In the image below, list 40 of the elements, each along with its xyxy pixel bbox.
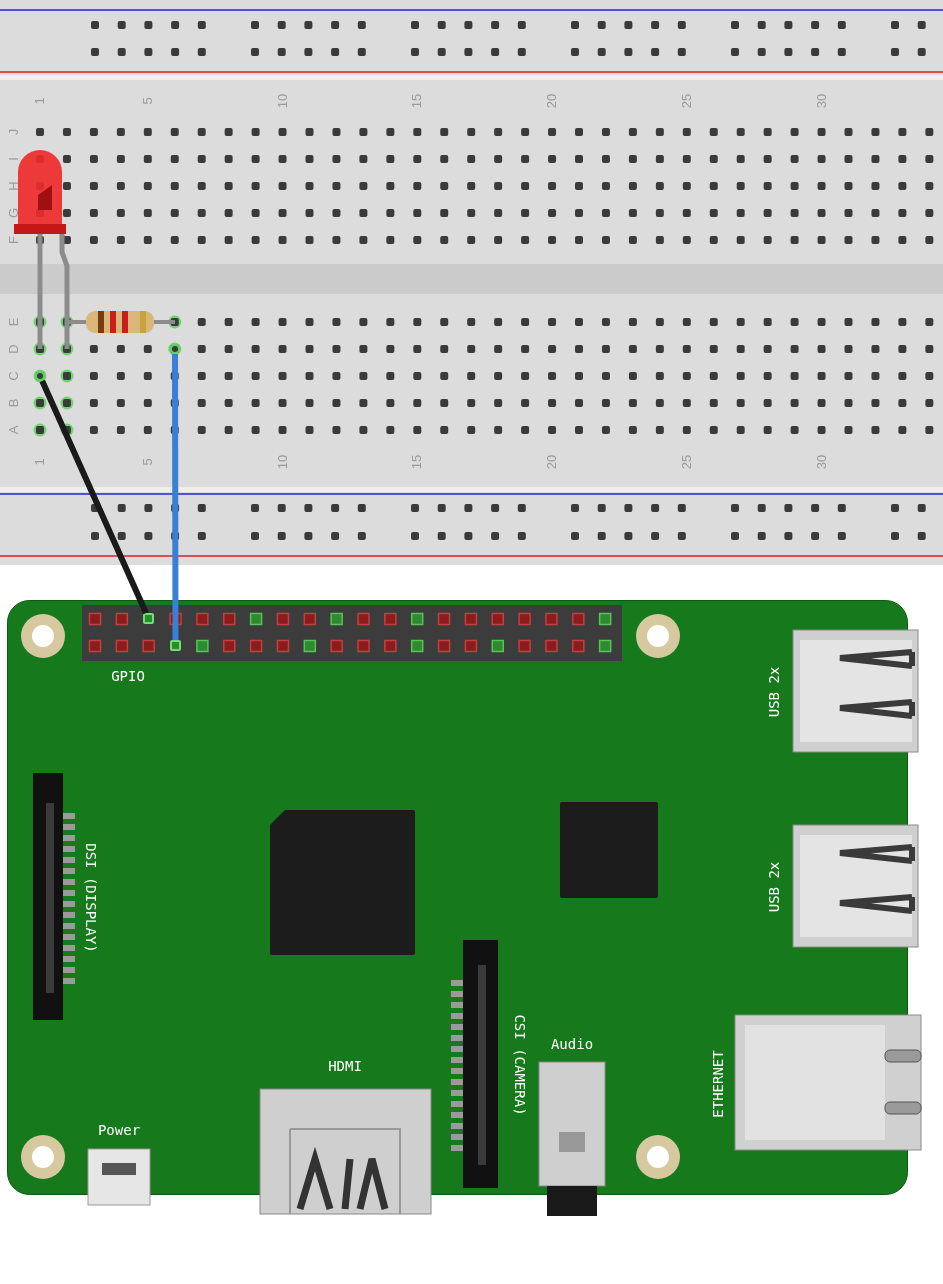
column-number: 5 <box>140 458 155 466</box>
column-number: 10 <box>275 93 290 109</box>
breadboard-hole <box>35 371 45 381</box>
column-number: 1 <box>33 97 47 105</box>
chip <box>560 802 658 898</box>
row-letter: G <box>7 207 21 219</box>
row-letter: B <box>7 398 21 408</box>
column-number: 10 <box>275 454 290 470</box>
column-number: 25 <box>679 93 694 109</box>
column-number: 25 <box>679 454 694 470</box>
column-number: 15 <box>410 454 425 470</box>
row-letter: D <box>7 344 21 354</box>
row-letter: J <box>7 128 21 136</box>
connector-label: DSI (DISPLAY) <box>83 843 99 953</box>
connector-label: ETHERNET <box>710 1050 726 1118</box>
connector-label: Power <box>97 1122 141 1138</box>
column-number: 5 <box>140 97 155 105</box>
row-letter: H <box>7 181 21 191</box>
jumper-wire <box>39 379 149 615</box>
connector-label: CSI (CAMERA) <box>512 1014 528 1116</box>
column-number: 1 <box>33 458 47 466</box>
column-number: 30 <box>814 93 829 109</box>
column-number: 20 <box>545 93 560 109</box>
breadboard-hole <box>170 344 180 354</box>
connector-label: GPIO <box>111 668 145 684</box>
row-letter: A <box>7 425 21 435</box>
row-letter: F <box>7 236 21 244</box>
header-pin <box>170 640 181 651</box>
connector-label: HDMI <box>328 1058 362 1074</box>
row-letter: C <box>7 371 21 381</box>
column-number: 15 <box>410 93 425 109</box>
header-pin <box>143 613 154 624</box>
chip <box>270 810 415 955</box>
connector-label: USB 2x <box>766 666 782 718</box>
jumper-wire <box>172 354 179 640</box>
row-letter: E <box>7 317 21 327</box>
connector-label: Audio <box>550 1036 594 1052</box>
connector-label: USB 2x <box>766 861 782 913</box>
column-number: 30 <box>814 454 829 470</box>
column-number: 20 <box>545 454 560 470</box>
